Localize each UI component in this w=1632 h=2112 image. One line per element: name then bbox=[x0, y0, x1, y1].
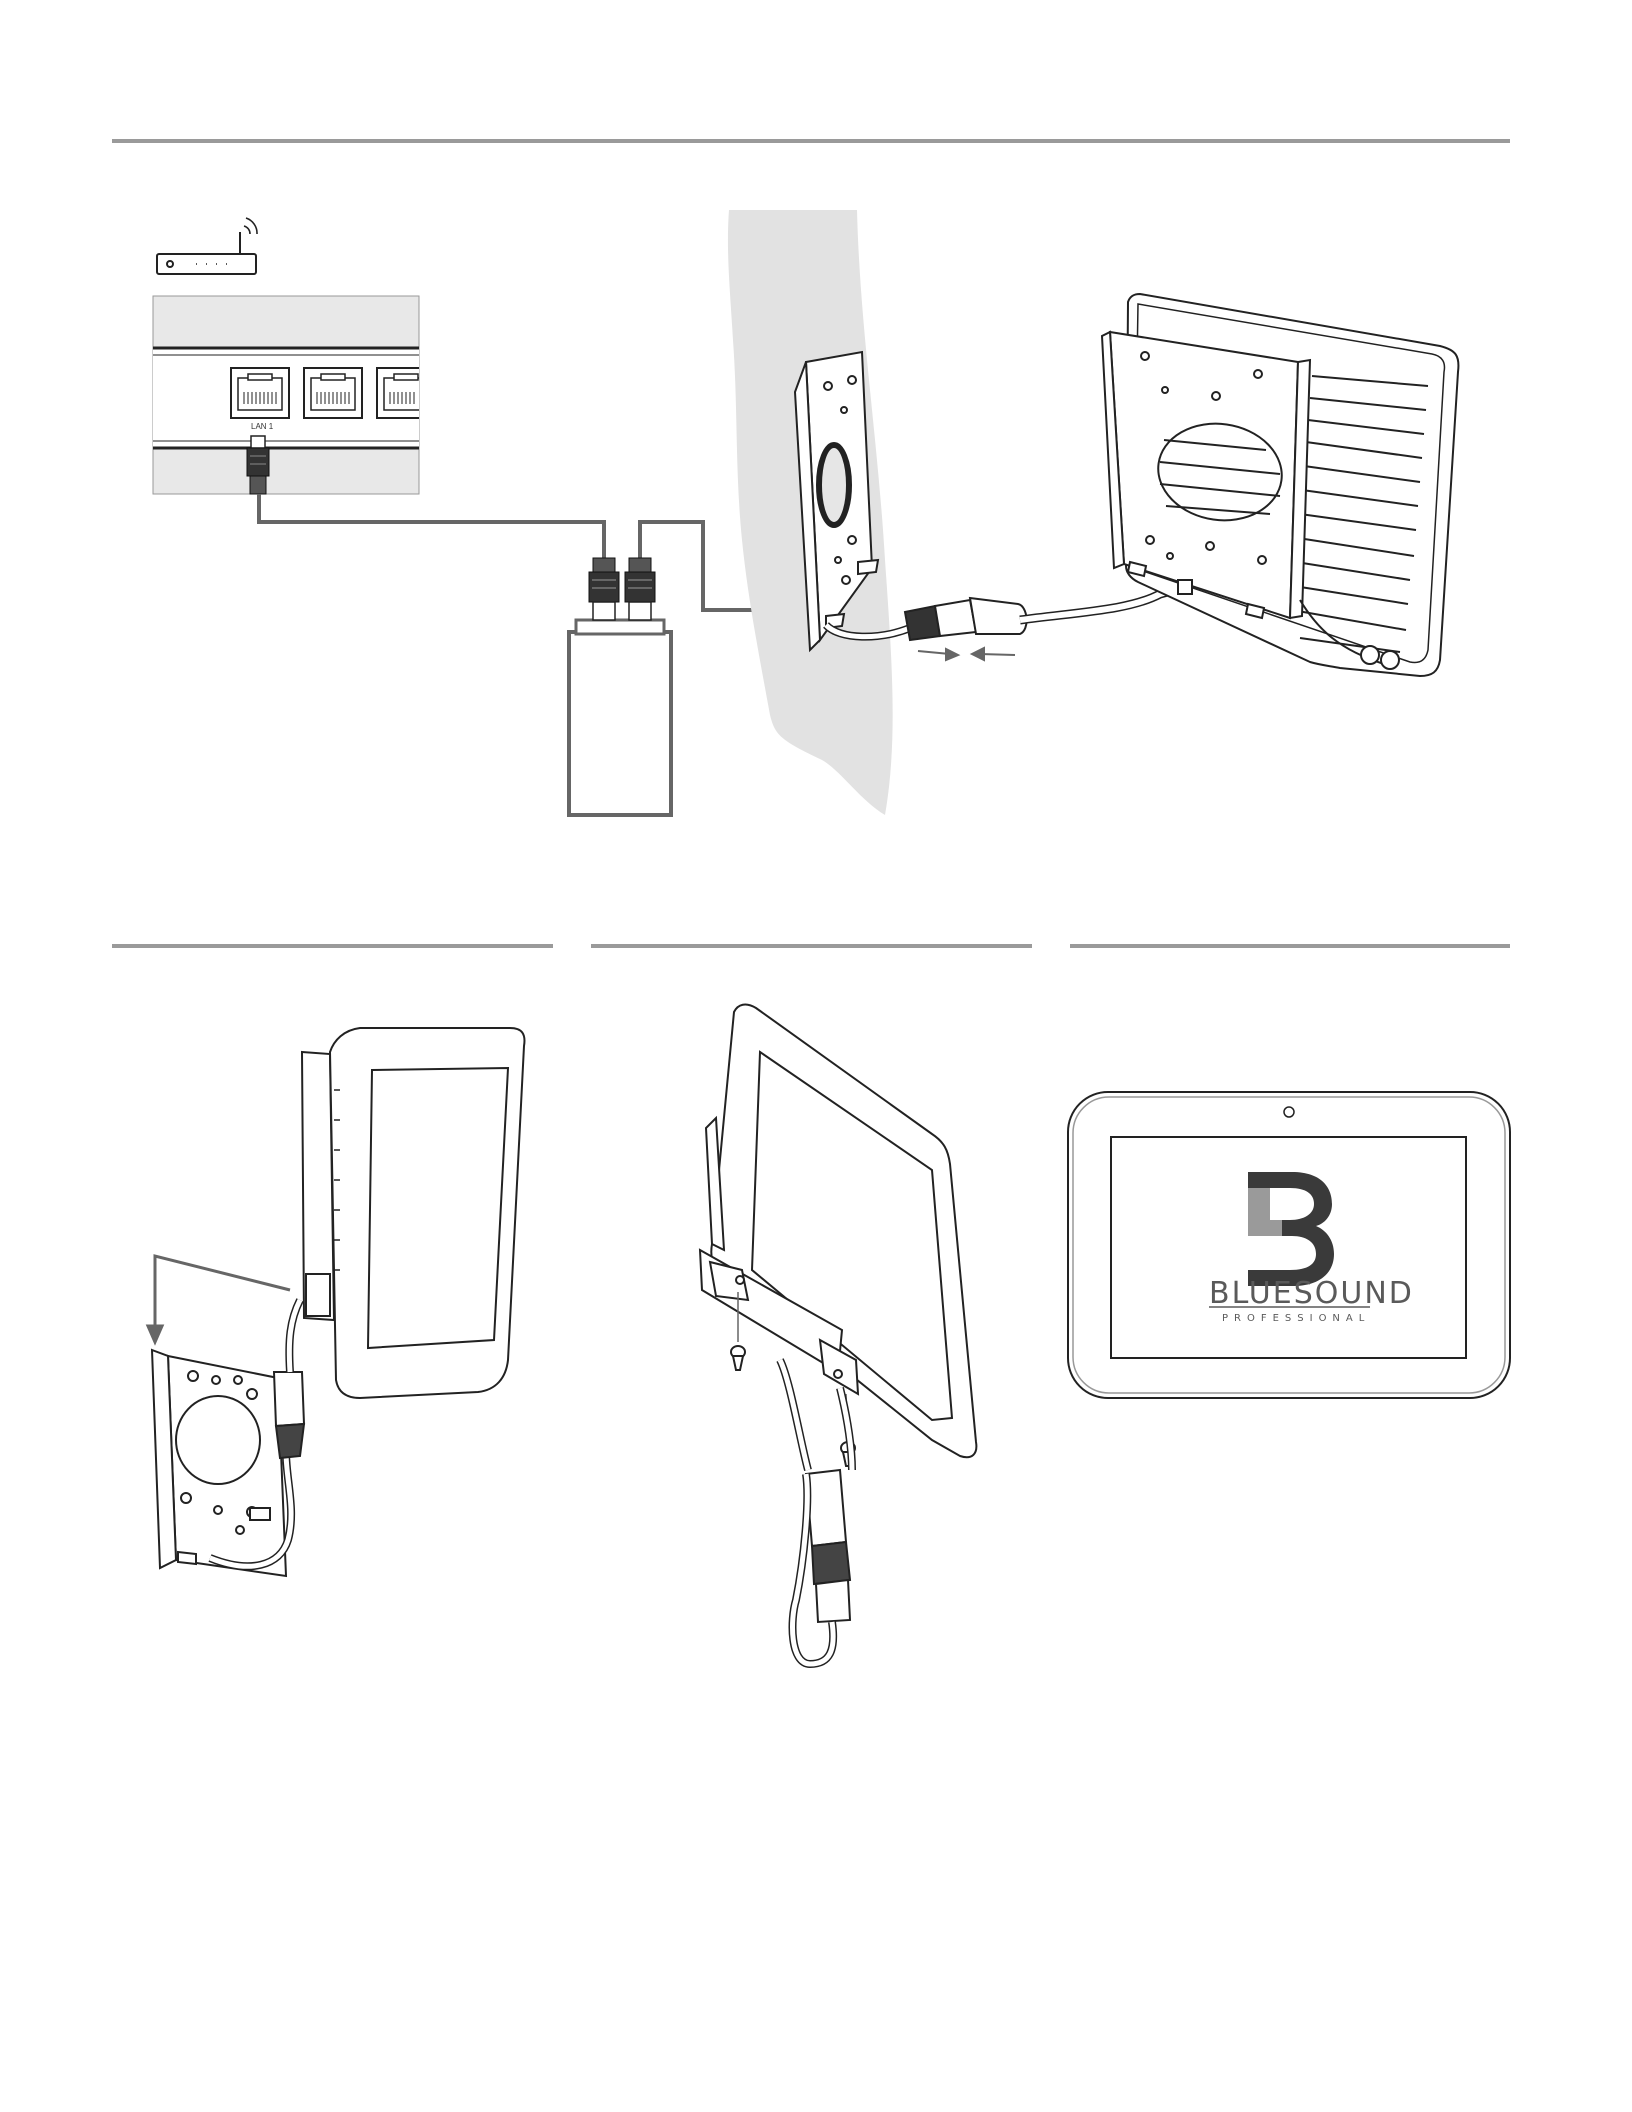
brand-name: BLUESOUND bbox=[1209, 1276, 1414, 1311]
display-screen bbox=[1111, 1137, 1466, 1358]
touch-display bbox=[1068, 1092, 1510, 1398]
brand-tagline: PROFESSIONAL bbox=[1222, 1313, 1370, 1324]
camera-icon bbox=[1284, 1107, 1294, 1117]
